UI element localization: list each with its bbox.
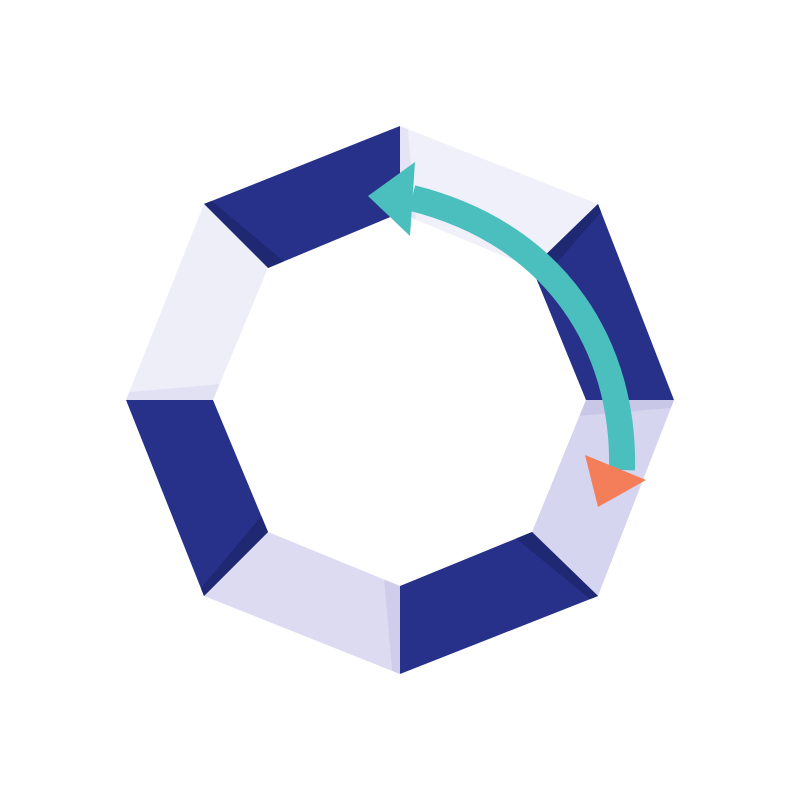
- ring-segment-left-lower: [126, 400, 268, 596]
- ring-segment-shade-left-upper: [126, 384, 220, 400]
- ring-segment-shade-top-left: [204, 200, 284, 268]
- ring-segment-shade-left-lower: [200, 516, 268, 596]
- arrow-shaft: [408, 185, 636, 471]
- ring-segment-bottom-left: [204, 532, 400, 674]
- ring-segment-left-upper: [126, 204, 268, 400]
- ring-segment-shade-bottom-left: [384, 579, 400, 674]
- ring-segment-shade-bottom-right: [516, 532, 598, 600]
- octagon-ring: [126, 126, 674, 674]
- cycle-arrow-icon: [368, 162, 646, 507]
- ring-segment-top-left: [204, 126, 400, 268]
- ring-segment-top-right: [400, 126, 598, 268]
- ring-segment-bottom-right: [400, 532, 598, 674]
- ring-segment-right-upper: [532, 204, 674, 400]
- arrow-head: [368, 162, 415, 236]
- arrow-tail-triangle: [585, 455, 646, 507]
